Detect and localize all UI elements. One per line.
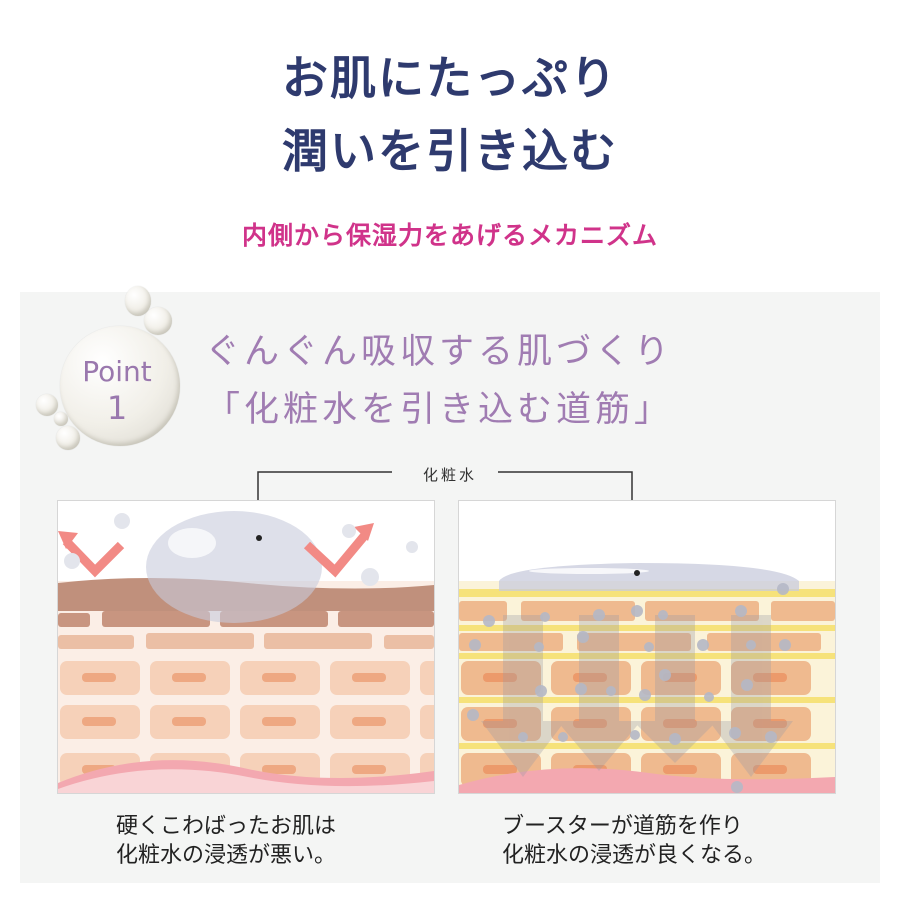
point-title-line-2: 「化粧水を引き込む道筋」 — [205, 390, 674, 430]
diagram-hard-skin — [57, 500, 435, 794]
headline-line-2: 潤いを引き込む — [282, 124, 618, 178]
lotion-label: 化粧水 — [422, 466, 477, 484]
point-title-line-1: ぐんぐん吸収する肌づくり — [205, 332, 674, 372]
caption-hard-skin: 硬くこわばったお肌は 化粧水の浸透が悪い。 — [116, 812, 336, 870]
caption-booster: ブースターが道筋を作り 化粧水の浸透が良くなる。 — [502, 812, 766, 870]
subtitle: 内側から保湿力をあげるメカニズム — [241, 221, 658, 250]
headline-line-1: お肌にたっぷり — [282, 51, 618, 105]
point-label: Point — [82, 355, 152, 388]
caption-hard-skin-line-2: 化粧水の浸透が悪い。 — [116, 843, 337, 868]
point-number: 1 — [106, 389, 128, 427]
diagram-booster-pathway — [458, 500, 836, 794]
caption-booster-line-2: 化粧水の浸透が良くなる。 — [502, 843, 767, 868]
caption-booster-line-1: ブースターが道筋を作り — [502, 814, 743, 839]
caption-hard-skin-line-1: 硬くこわばったお肌は — [116, 814, 337, 839]
